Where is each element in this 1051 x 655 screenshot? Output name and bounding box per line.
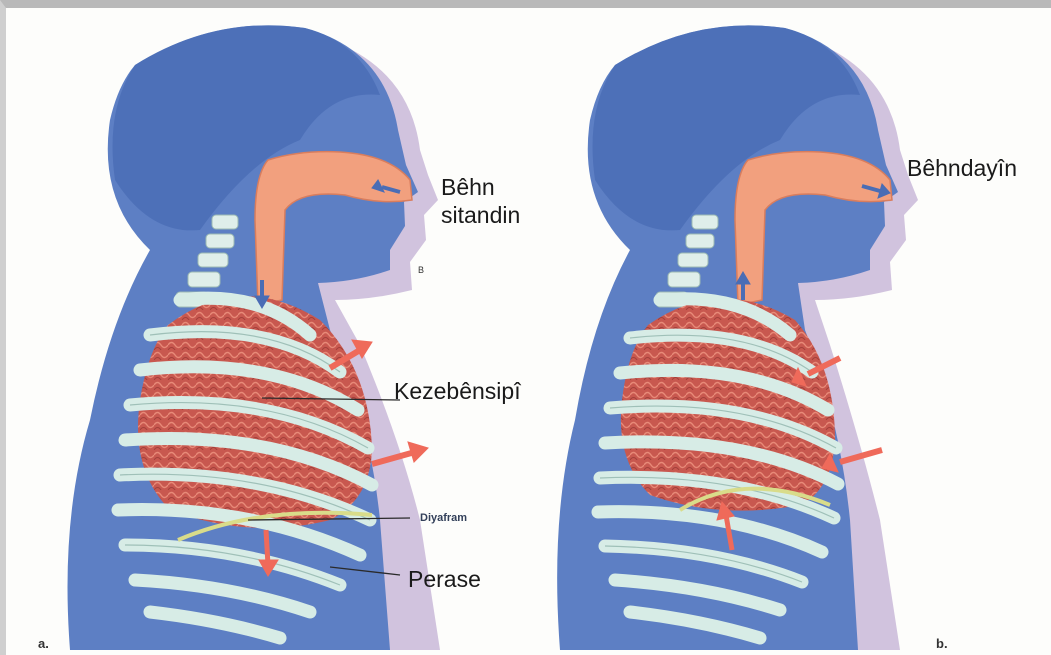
label-inhale-line1: Bêhn: [441, 173, 520, 201]
panel-a-inhale: [68, 25, 441, 650]
label-b-marker: B: [418, 265, 424, 275]
panel-b-letter: b.: [936, 636, 948, 651]
label-diaphragm: Diyafram: [420, 512, 467, 524]
label-inhale: Bêhn sitandin: [441, 173, 520, 229]
panel-a-letter: a.: [38, 636, 49, 651]
label-ribs: Perase: [408, 565, 481, 593]
panel-b-exhale: [557, 25, 918, 650]
label-inhale-line2: sitandin: [441, 201, 520, 229]
label-lungs: Kezebênsipî: [394, 377, 521, 405]
label-exhale: Bêhndayîn: [907, 154, 1017, 182]
